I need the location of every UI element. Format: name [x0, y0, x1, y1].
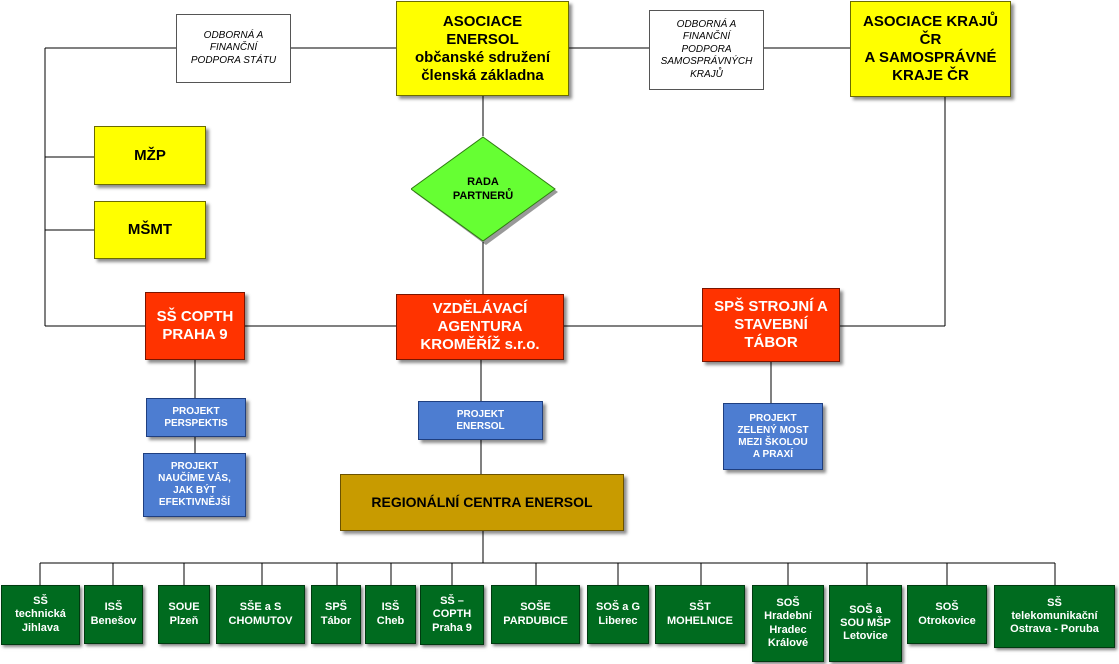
council-diamond-shape [411, 136, 558, 245]
regions-association-box: ASOCIACE KRAJŮ ČR A SAMOSPRÁVNÉ KRAJE ČR [850, 1, 1011, 97]
school-box: SOŠ Hradební Hradec Králové [752, 585, 824, 662]
school-box: SPŠ Tábor [311, 585, 361, 644]
project-perspektis-box: PROJEKT PERSPEKTIS [146, 398, 246, 437]
note-state-support: ODBORNÁ A FINANČNÍ PODPORA STÁTU [176, 14, 291, 83]
council-label: RADA PARTNERŮ [452, 175, 514, 202]
copth-school-box: SŠ COPTH PRAHA 9 [145, 292, 245, 360]
education-agency-box: VZDĚLÁVACÍ AGENTURA KROMĚŘÍŽ s.r.o. [396, 294, 564, 360]
school-box: SOUE Plzeň [158, 585, 210, 644]
school-box: ISŠ Cheb [365, 585, 416, 644]
tabor-school-box: SPŠ STROJNÍ A STAVEBNÍ TÁBOR [702, 288, 840, 362]
enersol-association-box: ASOCIACE ENERSOL občanské sdružení člens… [396, 1, 569, 96]
school-box: SOŠ Otrokovice [907, 585, 987, 644]
ministry-msmt-box: MŠMT [94, 201, 206, 259]
note-regions-support: ODBORNÁ A FINANČNÍ PODPORA SAMOSPRÁVNÝCH… [649, 10, 764, 90]
school-box: SŠT MOHELNICE [655, 585, 745, 644]
council-diamond: RADA PARTNERŮ [411, 136, 558, 245]
school-box: SŠ technická Jihlava [1, 585, 80, 645]
school-box: SŠE a S CHOMUTOV [216, 585, 305, 644]
project-green-bridge-box: PROJEKT ZELENÝ MOST MEZI ŠKOLOU A PRAXÍ [723, 403, 823, 470]
project-enersol-box: PROJEKT ENERSOL [418, 401, 543, 440]
project-naucime-box: PROJEKT NAUČÍME VÁS, JAK BÝT EFEKTIVNĚJŠ… [143, 453, 246, 517]
school-box: SOŠE PARDUBICE [491, 585, 580, 644]
regional-centers-box: REGIONÁLNÍ CENTRA ENERSOL [340, 474, 624, 531]
school-box: SOŠ a SOU MŠP Letovice [829, 585, 902, 662]
school-box: SŠ – COPTH Praha 9 [420, 585, 484, 645]
school-box: SOŠ a G Liberec [587, 585, 649, 644]
school-box: ISŠ Benešov [84, 585, 143, 644]
school-box: SŠ telekomunikační Ostrava - Poruba [994, 585, 1115, 648]
ministry-mzp-box: MŽP [94, 126, 206, 185]
